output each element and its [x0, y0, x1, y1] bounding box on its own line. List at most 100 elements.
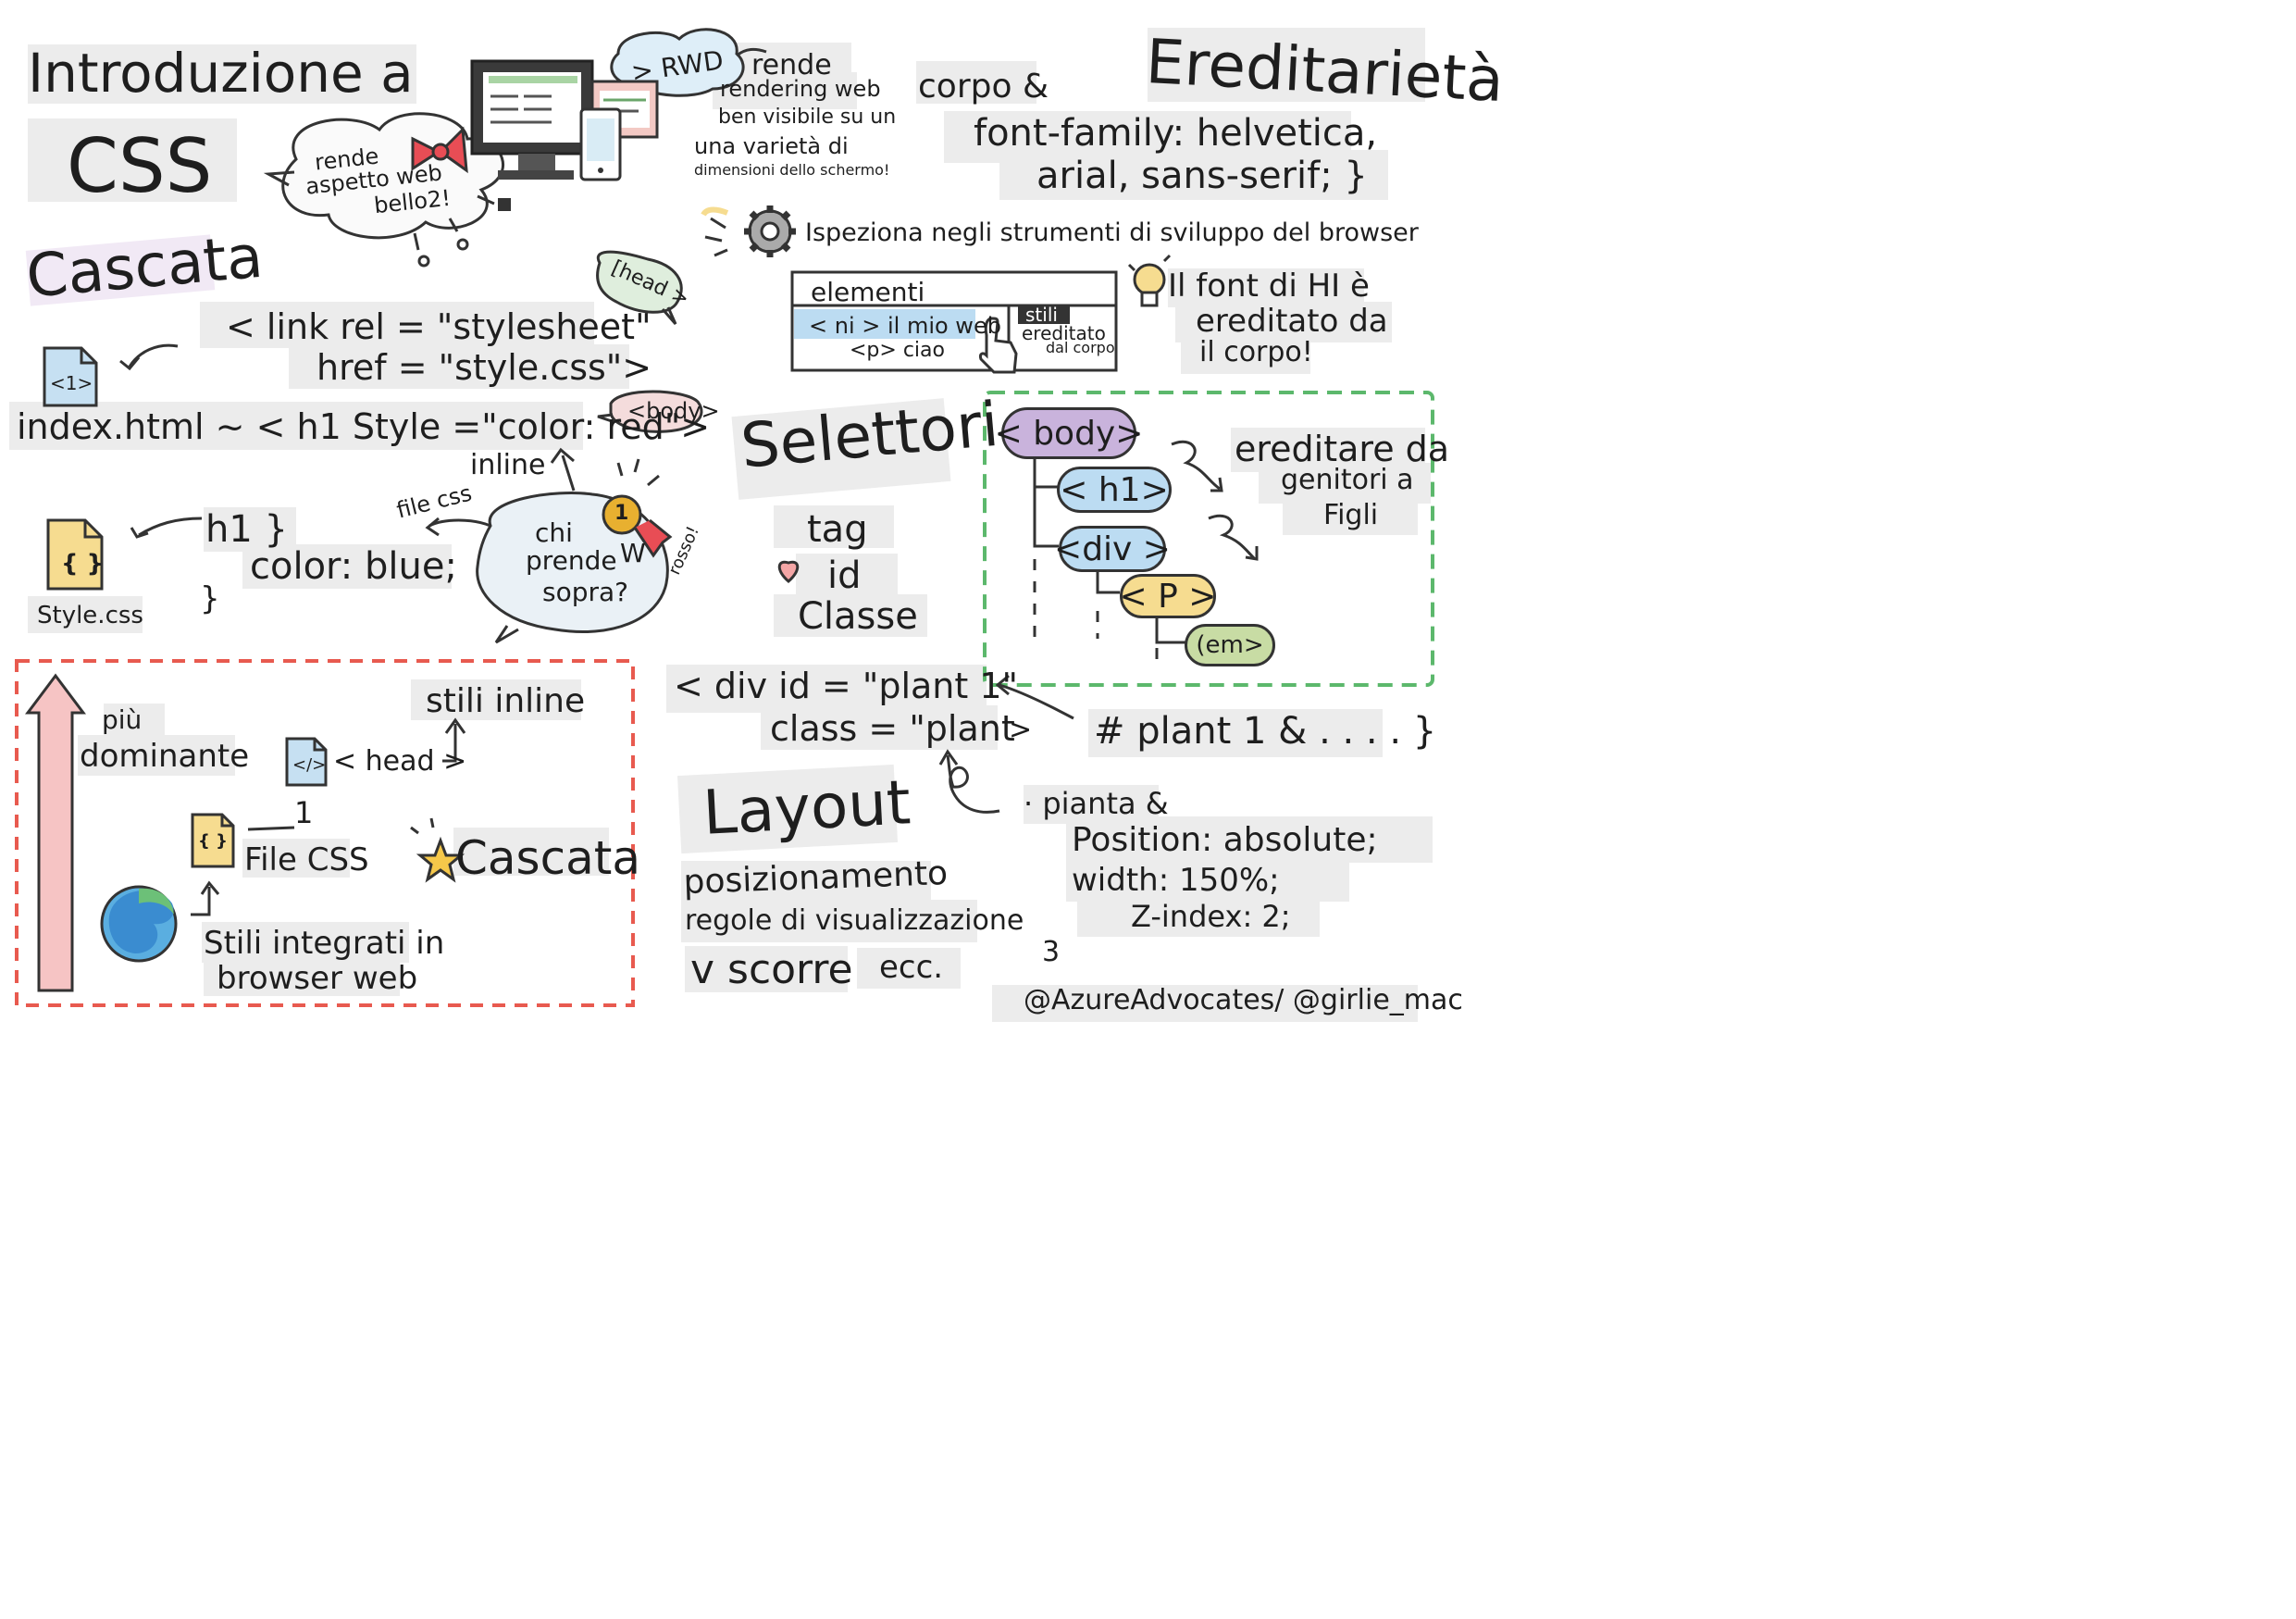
- tree-node-div: <div >: [1054, 526, 1171, 572]
- highlight-band: [28, 44, 416, 104]
- highlight-band: [1168, 268, 1364, 307]
- priority-number: 1: [294, 795, 314, 830]
- div-close: >: [1009, 714, 1033, 746]
- highlight-band: [681, 861, 931, 903]
- highlight-band: [1066, 859, 1349, 902]
- tree-node-body: < body>: [995, 407, 1143, 459]
- highlight-band: [992, 985, 1418, 1022]
- css-file-icon: { }: [61, 550, 105, 578]
- devtools-elements-tab: elementi: [811, 277, 925, 307]
- style-file-label: Style.css: [37, 602, 143, 629]
- priority-browser-2: browser web: [217, 960, 418, 997]
- title-line2: CSS: [67, 123, 213, 209]
- priority-cascade: Cascata: [455, 831, 640, 885]
- highlight-band: [1175, 302, 1392, 342]
- medal-number: 1: [614, 502, 629, 525]
- highlight-band: [999, 150, 1388, 200]
- rwd-desc-3: ben visibile su un: [718, 106, 897, 129]
- who-wins-3: sopra?: [542, 577, 629, 607]
- rwd-desc-2: rendering web: [720, 76, 881, 102]
- plant-prop-4: Z-index: 2;: [1131, 899, 1291, 934]
- highlight-band: [1259, 463, 1431, 504]
- highlight-band: [774, 505, 894, 548]
- highlight-band: [857, 948, 961, 989]
- tip-line2: ereditato da: [1196, 303, 1388, 340]
- priority-file-css: File CSS: [244, 841, 369, 878]
- highlight-band: [453, 828, 609, 876]
- devtools-styles-tab: stili: [1025, 304, 1058, 326]
- rwd-desc-5: dimensioni dello schermo!: [694, 161, 890, 179]
- layout-item-2: regole di visualizzazione: [685, 904, 1024, 937]
- priority-top-1: più: [102, 704, 143, 735]
- plant-rule: # plant 1 & . . . . }: [1094, 710, 1437, 753]
- selector-class: Classe: [798, 595, 918, 638]
- devtools-from-body: dal corpo: [1046, 339, 1115, 356]
- highlight-band: [78, 735, 235, 776]
- credit: @AzureAdvocates/ @girlie_mac: [1024, 984, 1463, 1016]
- priority-inline-styles: stili inline: [426, 682, 586, 720]
- priority-head: < head >: [333, 745, 467, 778]
- highlight-band: [1088, 709, 1383, 757]
- highlight-band: [1148, 28, 1425, 102]
- layout-item-4: ecc.: [879, 949, 944, 986]
- tree-desc-2: genitori a: [1281, 464, 1414, 496]
- devtools-row2: <p> ciao: [850, 339, 945, 362]
- priority-browser-1: Stili integrati in: [204, 925, 445, 962]
- highlight-band: [1283, 498, 1418, 535]
- inheritance-line1: corpo &: [918, 68, 1049, 106]
- div-line2: class = "plant: [770, 708, 1015, 749]
- highlight-band: [9, 402, 583, 450]
- highlight-band: [104, 704, 165, 737]
- layout-item-1: posizionamento: [682, 854, 949, 902]
- plant-prop-2: Position: absolute;: [1072, 821, 1378, 859]
- plant-prop-1: · pianta &: [1024, 786, 1169, 821]
- devtools-row1: < ni > il mio web: [809, 313, 1001, 339]
- inheritance-heading: Ereditarietà: [1144, 25, 1506, 117]
- tip-line1: Il font di HI è: [1168, 268, 1370, 305]
- medal-letter: W: [620, 538, 646, 568]
- tree-desc-1: ereditare da: [1235, 429, 1450, 469]
- css-rule-line1: h1 }: [205, 508, 288, 551]
- who-wins-2: prende: [526, 545, 617, 576]
- rwd-desc-4: una varietà di: [694, 133, 849, 159]
- inspect-devtools-text: Ispeziona negli strumenti di sviluppo de…: [805, 218, 1419, 247]
- inheritance-line3: arial, sans-serif; }: [1036, 155, 1368, 197]
- highlight-band: [681, 900, 977, 942]
- highlight-band: [916, 61, 1036, 104]
- tree-desc-3: Figli: [1323, 499, 1379, 531]
- link-line1: < link rel = "stylesheet": [226, 306, 652, 347]
- layout-item-3: v scorre: [690, 946, 853, 993]
- tree-node-h1: < h1>: [1057, 467, 1172, 513]
- css-rule-line3: }: [200, 580, 220, 617]
- highlight-band: [774, 594, 927, 637]
- highlight-band: [1181, 337, 1310, 374]
- body-bubble: <body>: [627, 398, 720, 424]
- selector-tag: tag: [807, 508, 868, 551]
- title-line1: Introduzione a: [28, 42, 414, 105]
- highlight-band: [666, 665, 987, 713]
- highlight-band: [411, 679, 581, 720]
- selector-id: id: [827, 554, 862, 597]
- highlight-band: [28, 596, 143, 633]
- html-file-icon-label: <1>: [50, 372, 93, 394]
- css-rule-line2: color: blue;: [250, 545, 457, 588]
- highlight-band: [242, 544, 452, 589]
- plant-prop-5: 3: [1042, 936, 1061, 968]
- highlight-band: [685, 946, 848, 992]
- plant-prop-3: width: 150%;: [1072, 862, 1280, 899]
- index-html-line: index.html ~ < h1 Style ="color: red">: [17, 406, 711, 447]
- highlight-band: [204, 959, 400, 996]
- tree-node-p: < P >: [1120, 574, 1216, 618]
- tree-node-em: (em>: [1185, 624, 1275, 666]
- highlight-band: [1066, 816, 1433, 863]
- div-line1: < div id = "plant 1": [674, 666, 1019, 706]
- tip-line3: il corpo!: [1199, 336, 1313, 368]
- highlight-band: [761, 705, 998, 750]
- link-line2: href = "style.css">: [316, 347, 652, 388]
- highlight-band: [796, 554, 898, 596]
- highlight-band: [200, 302, 594, 348]
- inheritance-line2: font-family: helvetica,: [974, 112, 1378, 155]
- highlight-band: [242, 839, 350, 878]
- highlight-band: [289, 344, 629, 389]
